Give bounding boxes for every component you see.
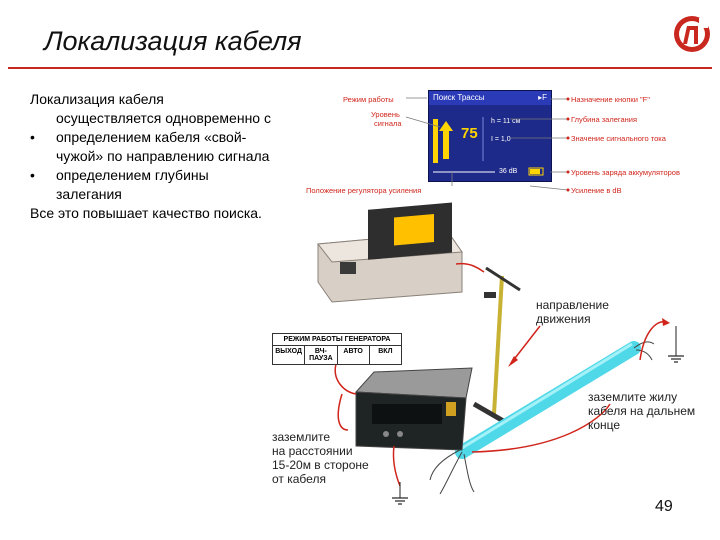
callout-gain-knob: Положение регулятора усиления — [306, 186, 422, 195]
bullet-continuation: чужой» по направлению сигнала — [56, 148, 270, 164]
label-ground-far: конце — [588, 418, 621, 432]
bullet-continuation: залегания — [56, 186, 122, 202]
display-graphics — [433, 117, 544, 176]
label-ground-far: заземлите жилу — [588, 390, 678, 404]
generator-mode-auto: АВТО — [338, 346, 370, 364]
label-ground-near: заземлите — [272, 430, 331, 444]
company-logo — [674, 16, 710, 52]
display-mode-text: Поиск Трассы — [433, 93, 485, 102]
receiver-device-image — [317, 202, 463, 303]
display-header: Поиск Трассы ▸F — [429, 91, 551, 105]
receiver-display: Поиск Трассы ▸F 75 h = 11 см I = 1,0 36 … — [428, 90, 552, 182]
callout-signal-level: сигнала — [374, 119, 402, 128]
bullet-item: определением кабеля «свой- — [30, 128, 320, 147]
body-line: Локализация кабеля — [30, 91, 164, 107]
callout-current: Значение сигнального тока — [571, 134, 666, 143]
slide-title: Локализация кабеля — [44, 26, 302, 56]
gain-readout: 36 dB — [499, 168, 518, 175]
generator-device-image — [354, 367, 473, 451]
depth-readout: h = 11 см — [491, 118, 521, 125]
label-ground-far: кабеля на дальнем — [588, 404, 696, 418]
signal-value: 75 — [461, 125, 478, 142]
generator-mode-title: РЕЖИМ РАБОТЫ ГЕНЕРАТОРА — [273, 334, 401, 346]
label-ground-near: 15-20м в стороне — [272, 458, 369, 472]
generator-mode-hf-pause: ВЧ-ПАУЗА — [305, 346, 338, 364]
cable-image — [429, 341, 655, 495]
probe-stick-image — [472, 266, 521, 429]
label-ground-near: на расстоянии — [272, 444, 353, 458]
title-divider — [8, 67, 712, 69]
callout-button-f: Назначение кнопки "F" — [571, 95, 650, 104]
body-text: Локализация кабеля осуществляется одновр… — [30, 90, 320, 223]
body-line: Все это повышает качество поиска. — [30, 205, 262, 221]
label-direction: движения — [536, 312, 591, 326]
bullet-item: определением глубины — [30, 166, 320, 185]
display-f-mark: ▸F — [538, 93, 547, 102]
label-ground-near: от кабеля — [272, 472, 326, 486]
callout-battery: Уровень заряда аккумуляторов — [571, 168, 680, 177]
label-direction: направление — [536, 298, 609, 312]
generator-mode-table: РЕЖИМ РАБОТЫ ГЕНЕРАТОРА ВЫХОД ВЧ-ПАУЗА А… — [272, 333, 402, 365]
generator-mode-output: ВЫХОД — [273, 346, 306, 364]
current-readout: I = 1,0 — [491, 136, 511, 143]
callout-gain-db: Усиление в dB — [571, 186, 622, 195]
page-number: 49 — [655, 498, 673, 515]
generator-mode-on: ВКЛ — [378, 348, 393, 355]
callout-mode: Режим работы — [343, 95, 394, 104]
callout-signal-level: Уровень — [371, 110, 400, 119]
callout-depth: Глубина залегания — [571, 115, 638, 124]
body-line: осуществляется одновременно с — [56, 110, 271, 126]
